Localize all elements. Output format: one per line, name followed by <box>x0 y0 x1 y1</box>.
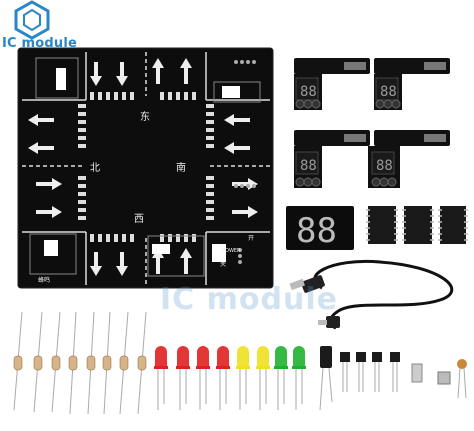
led-rim <box>236 366 250 369</box>
module-digits-1: 88 <box>300 84 317 100</box>
ic-chips <box>366 206 468 244</box>
label-east: 东 <box>140 110 150 123</box>
usb-cable <box>289 259 454 330</box>
label-south: 南 <box>176 161 186 174</box>
led-body <box>197 346 209 368</box>
led-rim <box>216 366 230 369</box>
leds <box>154 346 306 410</box>
led-body <box>257 346 269 368</box>
resistors <box>13 311 147 415</box>
module-digits-2: 88 <box>380 84 397 100</box>
led-body <box>293 346 305 368</box>
road-arrows <box>28 58 258 276</box>
crosswalks <box>78 92 214 242</box>
led-body <box>155 346 167 368</box>
buzzer-label: 蜂鸣 <box>38 276 50 284</box>
led-rim <box>196 366 210 369</box>
traffic-light-pcb: 北 东 南 西 蜂鸣 POWER 关 开 <box>17 47 274 289</box>
led-rim <box>154 366 168 369</box>
big-display-digits: 88 <box>296 211 337 251</box>
misc-components <box>319 346 467 411</box>
label-north: 北 <box>90 162 100 174</box>
label-west: 西 <box>134 214 144 225</box>
led-body <box>217 346 229 368</box>
corner-light-boxes <box>29 57 261 277</box>
led-rim <box>274 366 288 369</box>
led-body <box>237 346 249 368</box>
brand-logo: IC module <box>0 0 90 60</box>
led-rim <box>176 366 190 369</box>
led-body <box>177 346 189 368</box>
led-rim <box>256 366 270 369</box>
led-body <box>275 346 287 368</box>
switch-off-label: 关 <box>220 260 226 268</box>
module-digits-4: 88 <box>376 158 393 174</box>
hexagon-logo-icon <box>14 0 50 40</box>
pin-header <box>234 60 256 264</box>
big-seven-segment-display: 88 <box>286 206 354 251</box>
road-lines <box>22 52 270 285</box>
switch-on-label: 开 <box>248 235 254 242</box>
power-label: POWER <box>222 248 241 254</box>
led-rim <box>292 366 306 369</box>
module-digits-3: 88 <box>300 158 317 174</box>
display-modules: 88 88 88 88 <box>294 58 450 188</box>
watermark: IC module <box>160 282 338 317</box>
direction-labels: 北 东 南 西 蜂鸣 POWER 关 开 <box>38 110 254 284</box>
logo-text: IC module <box>2 36 78 51</box>
